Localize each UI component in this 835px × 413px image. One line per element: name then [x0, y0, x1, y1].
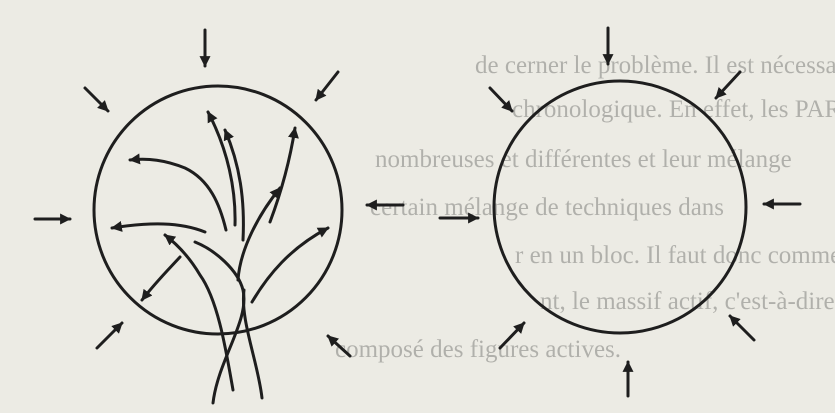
tree-trunk [243, 290, 262, 398]
inward-arrow-icon [328, 336, 350, 356]
branch-arrow-icon [208, 112, 235, 225]
inward-arrow-icon [730, 316, 754, 340]
inward-arrow-icon [316, 72, 338, 100]
inward-arrow-icon [500, 323, 524, 348]
inward-arrow-icon [97, 323, 122, 348]
left-circle [94, 86, 342, 334]
inward-arrow-icon [490, 88, 512, 111]
branch-arrow-icon [142, 257, 180, 300]
branch-arrow-icon [130, 159, 226, 230]
inward-arrow-icon [716, 72, 740, 98]
branch-arrow-icon [112, 224, 205, 232]
right-circle [494, 81, 746, 333]
inward-arrow-icon [85, 88, 108, 111]
branch-arrow-icon [252, 228, 328, 302]
branch-arrow-icon [270, 128, 295, 222]
